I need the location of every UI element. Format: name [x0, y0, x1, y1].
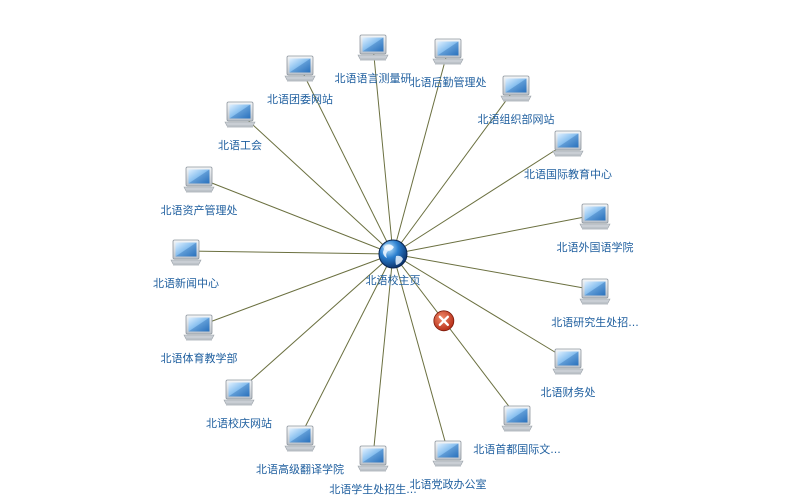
- error-x-icon[interactable]: [433, 310, 455, 332]
- node-assets[interactable]: 北语资产管理处: [161, 166, 238, 217]
- node-news[interactable]: 北语新闻中心: [153, 239, 219, 290]
- computer-icon: [552, 130, 584, 157]
- node-student-recruit[interactable]: 北语学生处招生...: [329, 445, 417, 496]
- node-label: 北语语言测量研: [335, 72, 412, 85]
- computer-icon: [183, 314, 215, 341]
- link-line-foreign-lang: [392, 214, 596, 255]
- node-intl-edu[interactable]: 北语国际教育中心: [524, 130, 612, 181]
- computer-icon: [284, 55, 316, 82]
- computer-icon: [432, 440, 464, 467]
- node-label: 北语校庆网站: [206, 416, 272, 430]
- node-label: 北语新闻中心: [153, 276, 219, 290]
- node-union[interactable]: 北语工会: [218, 101, 262, 152]
- link-line-grad: [392, 253, 596, 291]
- links-layer: [185, 45, 596, 458]
- center-node-homepage[interactable]: 北语校主页: [366, 239, 421, 287]
- link-line-party-office: [392, 253, 449, 453]
- node-label: 北语资产管理处: [161, 203, 238, 217]
- node-anniversary[interactable]: 北语校庆网站: [206, 379, 272, 430]
- computer-icon: [224, 101, 256, 128]
- link-line-capital-intl: [392, 253, 518, 418]
- link-line-org: [392, 86, 517, 255]
- node-label: 北语财务处: [541, 385, 596, 399]
- link-line-union: [239, 112, 394, 255]
- node-pe[interactable]: 北语体育教学部: [161, 314, 238, 365]
- node-label: 北语国际教育中心: [524, 167, 612, 181]
- node-label: 北语组织部网站: [478, 112, 555, 126]
- computer-icon: [170, 239, 202, 266]
- node-label: 北语党政办公室: [410, 477, 487, 491]
- globe-icon: [378, 239, 408, 269]
- computer-icon: [579, 203, 611, 230]
- link-line-measure: [372, 45, 394, 255]
- node-label: 北语工会: [218, 139, 262, 152]
- node-label: 北语高级翻译学院: [256, 462, 344, 476]
- computer-icon: [357, 34, 389, 61]
- center-node-label: 北语校主页: [366, 273, 421, 287]
- node-youth[interactable]: 北语团委网站: [267, 55, 333, 106]
- node-measure[interactable]: 北语语言测量研: [335, 34, 412, 85]
- link-line-logistics: [392, 49, 449, 255]
- node-finance[interactable]: 北语财务处: [541, 348, 596, 399]
- node-org[interactable]: 北语组织部网站: [478, 75, 555, 126]
- node-label: 北语团委网站: [267, 92, 333, 106]
- computer-icon: [357, 445, 389, 472]
- link-line-student-recruit: [372, 253, 394, 458]
- computer-icon: [579, 278, 611, 305]
- node-label: 北语首都国际文...: [473, 442, 561, 456]
- link-line-intl-edu: [392, 141, 569, 255]
- computer-icon: [501, 405, 533, 432]
- link-line-anniversary: [238, 253, 394, 392]
- node-logistics[interactable]: 北语后勤管理处: [410, 38, 487, 89]
- computer-icon: [500, 75, 532, 102]
- computer-icon: [552, 348, 584, 375]
- node-party-office[interactable]: 北语党政办公室: [410, 440, 487, 491]
- node-capital-intl[interactable]: 北语首都国际文...: [473, 405, 561, 456]
- computer-icon: [223, 379, 255, 406]
- node-foreign-lang[interactable]: 北语外国语学院: [557, 203, 634, 254]
- link-line-translation: [299, 253, 394, 438]
- computer-icon: [432, 38, 464, 65]
- nodes-layer: 北语语言测量研北语后勤管理处北语组织部网站北语国际教育中心北语外国语学院北语研究…: [153, 34, 639, 496]
- link-line-assets: [198, 177, 394, 255]
- link-line-pe: [198, 253, 394, 327]
- node-grad[interactable]: 北语研究生处招...: [551, 278, 639, 329]
- node-label: 北语后勤管理处: [410, 75, 487, 89]
- computer-icon: [284, 425, 316, 452]
- node-label: 北语学生处招生...: [329, 482, 417, 496]
- node-label: 北语外国语学院: [557, 240, 634, 254]
- link-line-youth: [299, 66, 394, 255]
- node-translation[interactable]: 北语高级翻译学院: [256, 425, 344, 476]
- node-label: 北语研究生处招...: [551, 315, 639, 329]
- alerts-layer: [433, 310, 455, 332]
- link-line-news: [185, 250, 394, 255]
- link-line-finance: [392, 253, 569, 361]
- node-label: 北语体育教学部: [161, 351, 238, 365]
- computer-icon: [183, 166, 215, 193]
